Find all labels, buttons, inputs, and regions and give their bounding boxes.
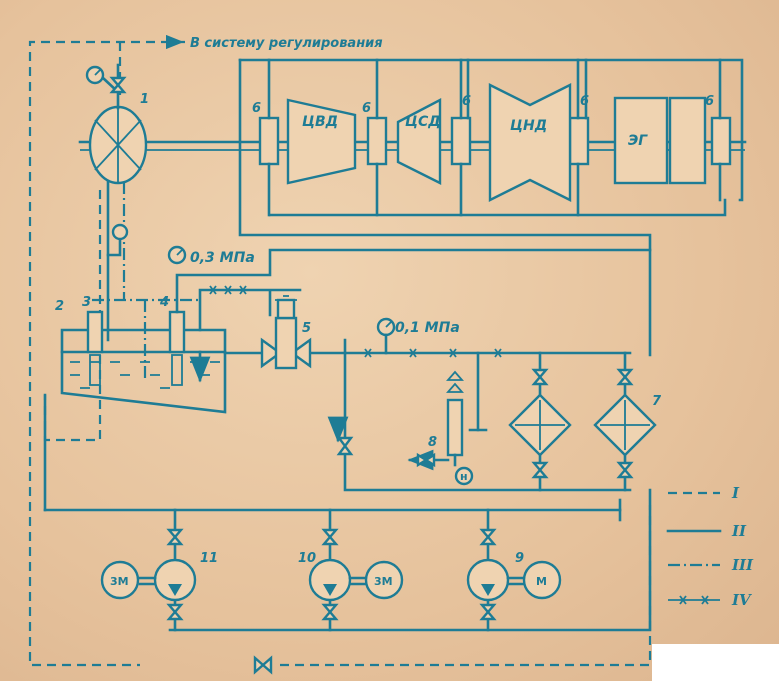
bearing-3 [450,116,472,166]
line-01mpa [327,317,632,492]
label-8: 8 [428,435,437,450]
motor-11-label: 3M [110,575,129,588]
label-10: 10 [298,551,316,566]
lp-label: ЦНД [510,118,547,134]
generator-b [668,96,707,185]
label-9: 9 [515,551,524,566]
valve-icon [253,655,273,675]
bearing-4 [568,116,590,166]
oil-tank [60,310,227,414]
label-6b: 6 [362,101,371,116]
legend-II: II [731,522,747,540]
lp-cylinder [488,83,572,202]
page-corner [652,644,779,681]
bearing-1 [258,116,280,166]
hp-cylinder [286,98,357,185]
legend-III: III [731,556,754,574]
n-mark: н [460,470,468,483]
ip-cylinder [396,98,442,185]
turbine-cylinders [286,83,707,202]
main-oil-pump [85,63,148,185]
pump-10 [308,508,404,632]
generator-a [613,96,669,185]
pump-pipes [92,180,200,380]
label-1: 1 [140,92,149,107]
bearing-2 [366,116,388,166]
pump-11 [100,508,197,632]
label-5: 5 [302,321,311,336]
oil-coolers [508,351,657,492]
label-6c: 6 [462,94,471,109]
pump-9 [466,508,562,632]
bearing-5 [710,116,732,166]
label-4: 4 [159,295,169,310]
label-11: 11 [200,551,218,566]
gen-label: ЭГ [628,133,648,149]
p01-label: 0,1 МПа [395,320,460,336]
pressure-valve [223,295,347,370]
label-3: 3 [82,295,91,310]
label-6a: 6 [252,101,261,116]
label-2: 2 [55,299,64,314]
label-7: 7 [652,394,662,409]
regulation-label: В систему регулирования [190,36,383,51]
label-6d: 6 [580,94,589,109]
legend-IV: IV [731,591,752,609]
ip-label: ЦСД [405,114,441,130]
hp-label: ЦВД [302,114,338,130]
motor-9-label: M [536,575,547,588]
filter [407,351,488,486]
bearings [258,58,732,217]
label-6e: 6 [705,94,714,109]
p03-label: 0,3 МПа [190,250,255,266]
line-03mpa [167,245,652,332]
turbine-frame [78,58,747,357]
valve-icon [109,76,127,94]
legend [666,491,722,605]
pressure-gauge-icon [111,223,129,241]
legend-I: I [731,484,740,502]
motor-10-label: 3M [374,575,393,588]
